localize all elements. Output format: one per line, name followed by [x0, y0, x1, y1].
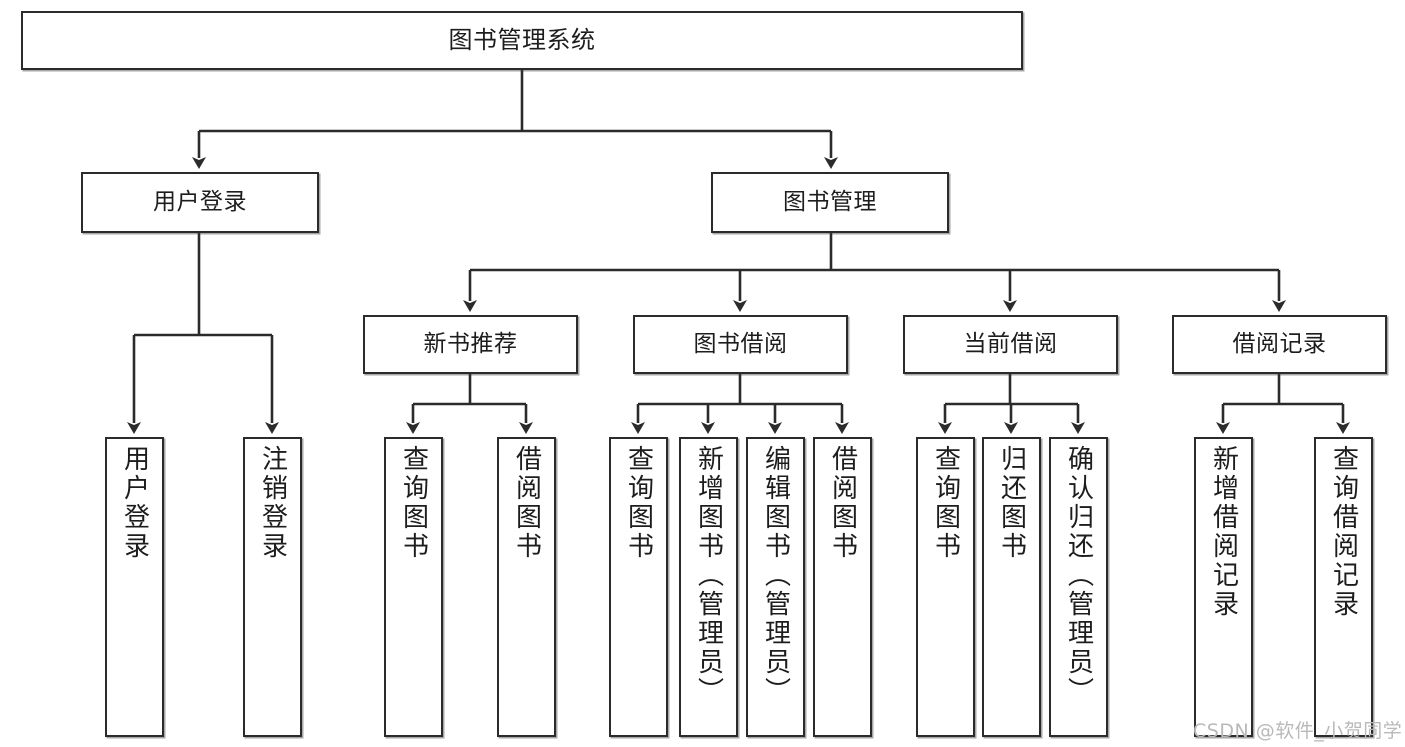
leaf-logout-login[interactable]: 注销登录: [243, 437, 302, 737]
node-label: 新增借阅记录: [1208, 445, 1239, 619]
node-label: 图书管理系统: [448, 26, 596, 55]
node-label: 注销登录: [257, 445, 288, 561]
node-label: 新增图书（管理员）: [693, 445, 724, 706]
node-label: 图书管理: [783, 188, 877, 215]
leaf-query-borrow-record[interactable]: 查询借阅记录: [1314, 437, 1373, 737]
node-label: 当前借阅: [963, 330, 1058, 357]
leaf-query-book-current[interactable]: 查询图书: [916, 437, 975, 737]
node-book-manage[interactable]: 图书管理: [711, 172, 949, 233]
node-label: 新书推荐: [423, 330, 518, 357]
node-borrow-record[interactable]: 借阅记录: [1172, 315, 1387, 374]
node-current-borrow[interactable]: 当前借阅: [903, 315, 1118, 374]
node-book-borrow[interactable]: 图书借阅: [633, 315, 848, 374]
node-label: 查询借阅记录: [1328, 445, 1359, 619]
leaf-add-borrow-record[interactable]: 新增借阅记录: [1194, 437, 1253, 737]
node-label: 用户登录: [119, 445, 150, 561]
leaf-borrow-book-recommend[interactable]: 借阅图书: [497, 437, 556, 737]
leaf-query-book-borrow[interactable]: 查询图书: [609, 437, 668, 737]
node-label: 归还图书: [996, 445, 1027, 561]
csdn-watermark: CSDN @软件_小贺同学: [1193, 720, 1403, 742]
node-label: 编辑图书（管理员）: [760, 445, 791, 706]
node-label: 确认归还（管理员）: [1063, 445, 1094, 706]
node-user-login[interactable]: 用户登录: [81, 172, 319, 233]
leaf-query-book-recommend[interactable]: 查询图书: [384, 437, 443, 737]
node-label: 借阅图书: [827, 445, 858, 561]
leaf-borrow-book[interactable]: 借阅图书: [813, 437, 872, 737]
node-label: 查询图书: [930, 445, 961, 561]
node-new-book-recommend[interactable]: 新书推荐: [363, 315, 578, 374]
leaf-add-book[interactable]: 新增图书（管理员）: [679, 437, 738, 737]
node-root-system[interactable]: 图书管理系统: [21, 11, 1023, 70]
leaf-user-login[interactable]: 用户登录: [105, 437, 164, 737]
leaf-return-book[interactable]: 归还图书: [982, 437, 1041, 737]
node-label: 借阅图书: [511, 445, 542, 561]
node-label: 查询图书: [398, 445, 429, 561]
node-label: 用户登录: [153, 188, 247, 215]
leaf-confirm-return[interactable]: 确认归还（管理员）: [1049, 437, 1108, 737]
node-label: 查询图书: [623, 445, 654, 561]
node-label: 借阅记录: [1232, 330, 1327, 357]
leaf-edit-book[interactable]: 编辑图书（管理员）: [746, 437, 805, 737]
node-label: 图书借阅: [693, 330, 788, 357]
